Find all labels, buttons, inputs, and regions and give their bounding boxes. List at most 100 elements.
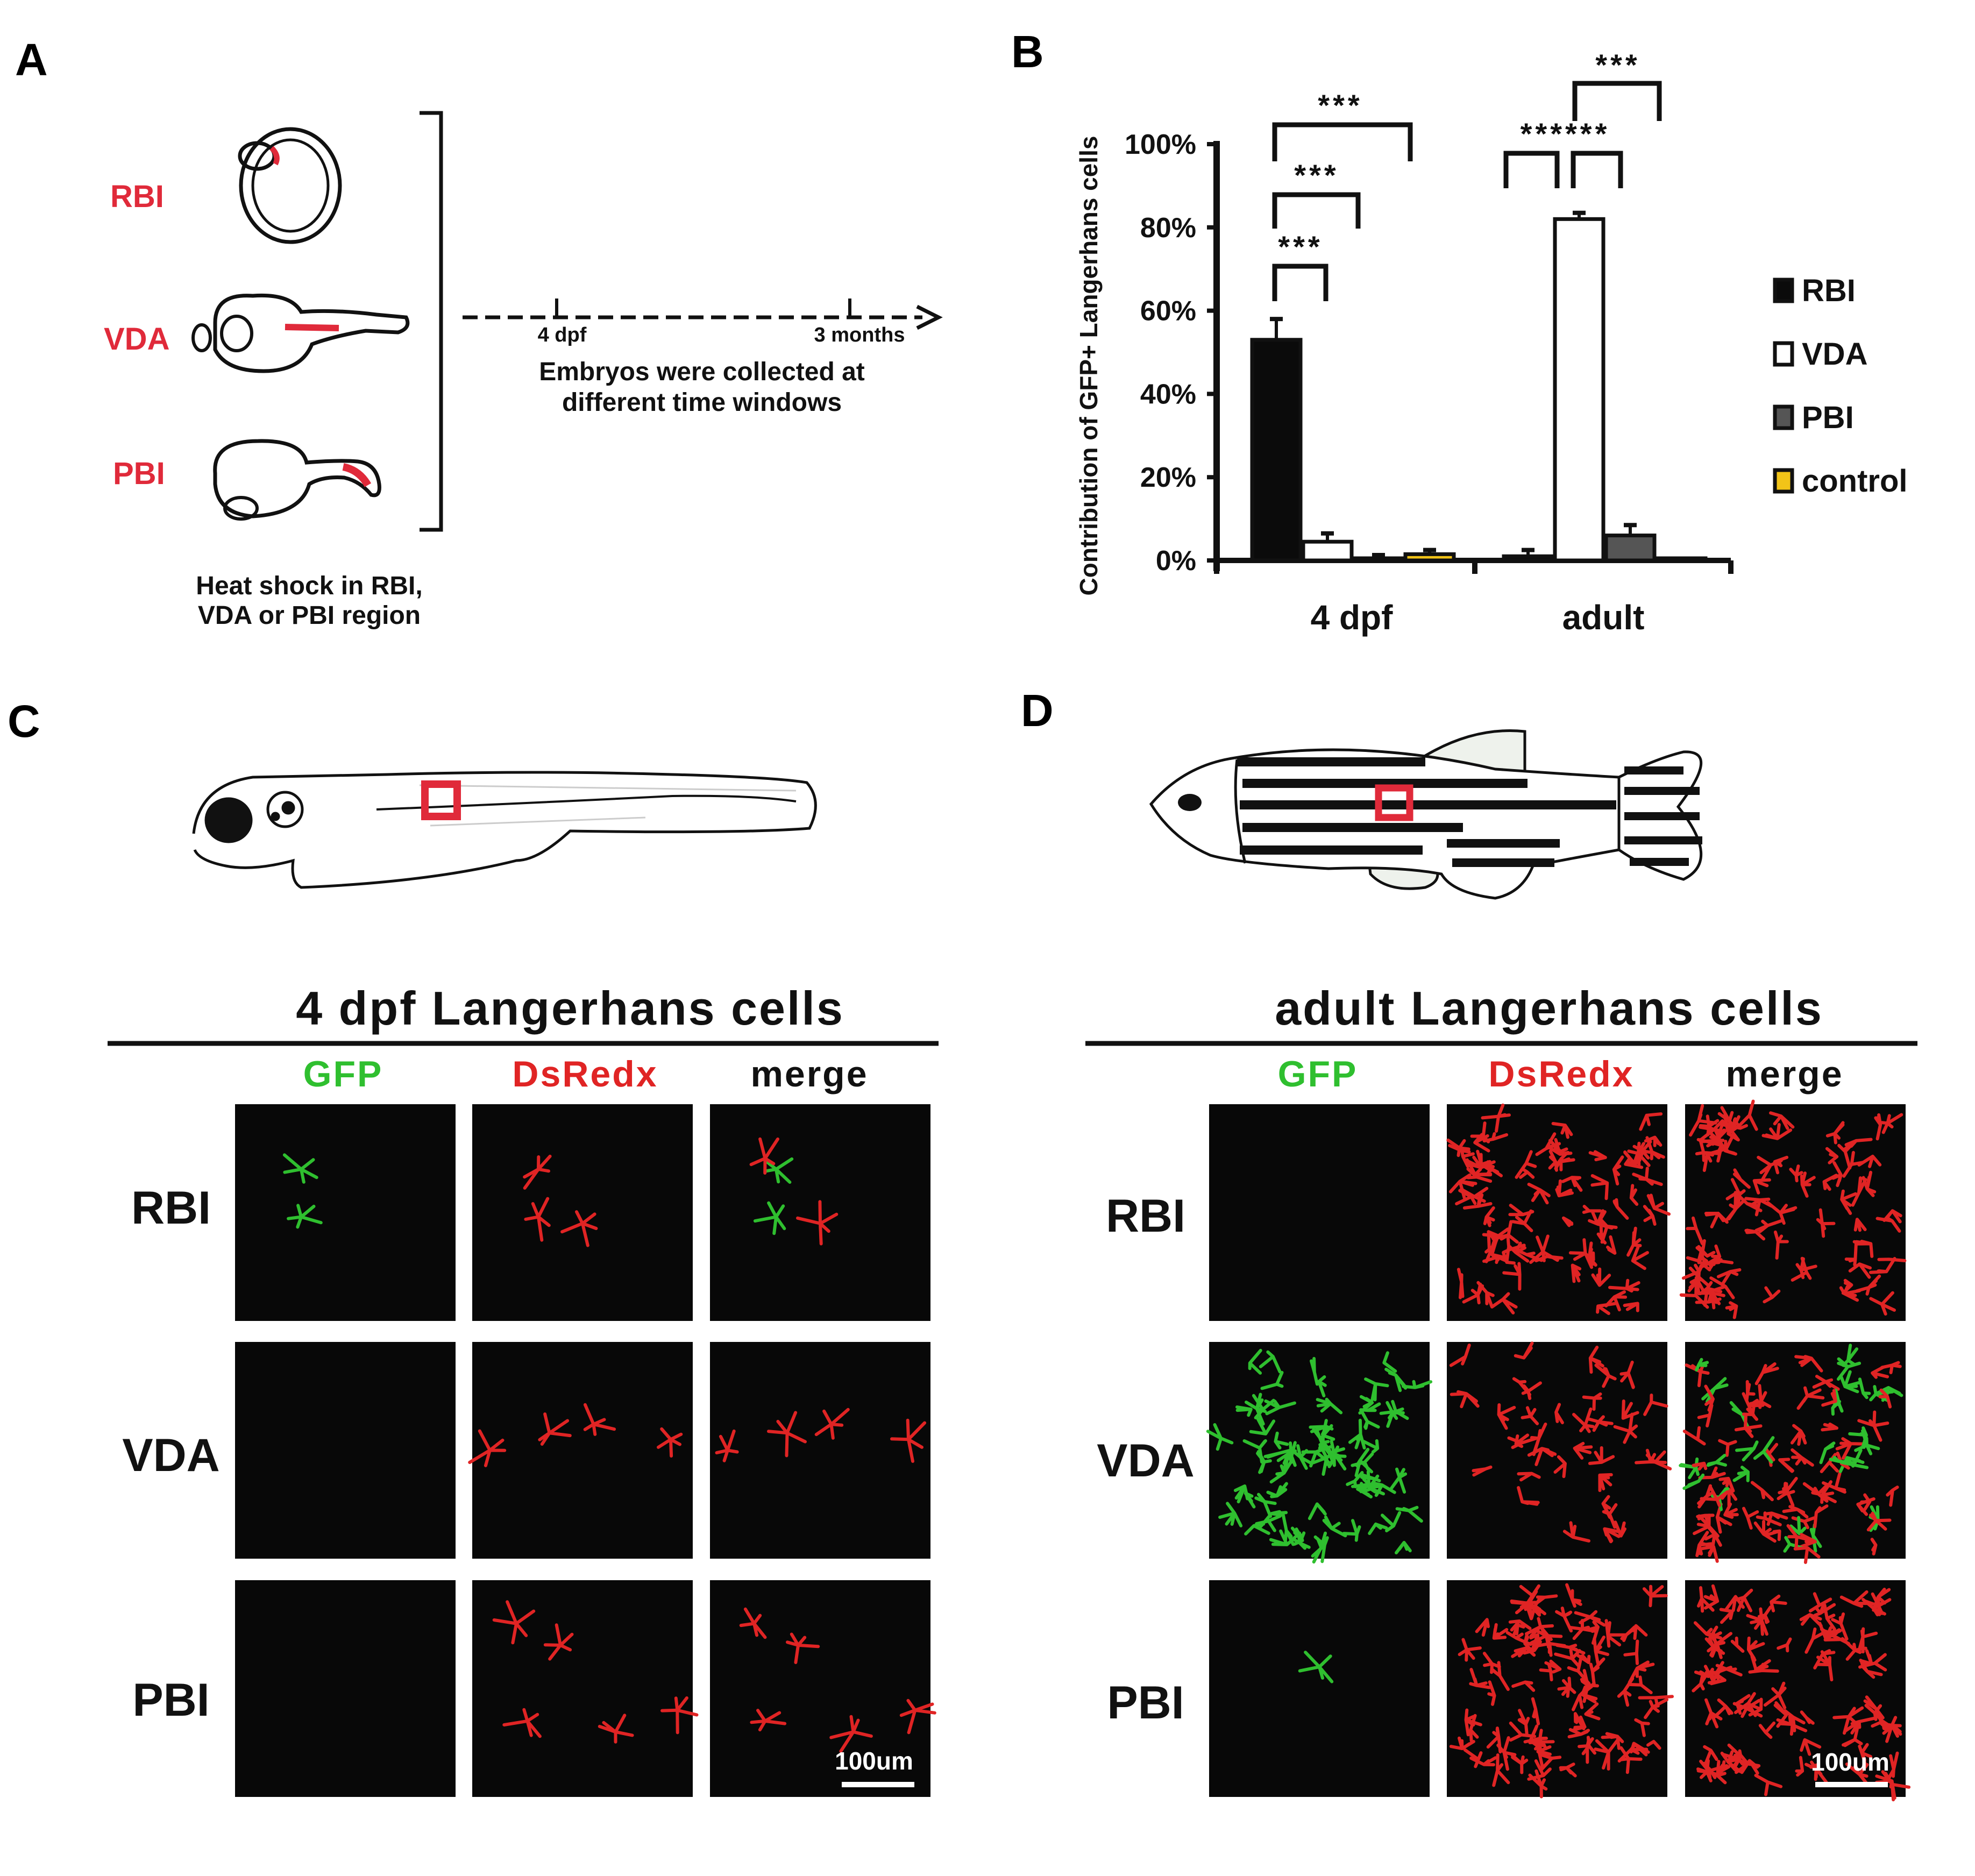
cell-process xyxy=(1496,1736,1517,1771)
larva-drawing xyxy=(192,771,817,889)
cell-process xyxy=(1559,1157,1575,1171)
cell-process xyxy=(1715,1664,1743,1676)
cell-process xyxy=(829,1715,873,1753)
micrograph-d-pbi-gfp xyxy=(1209,1580,1430,1797)
cell-process xyxy=(1588,1346,1604,1374)
cell-process xyxy=(1508,1619,1532,1632)
micrograph-d-pbi-merge xyxy=(1685,1580,1911,1802)
category-label-0: 4 dpf xyxy=(1311,598,1394,637)
cell-process xyxy=(1732,1588,1753,1612)
cell-process xyxy=(1821,1389,1837,1407)
cell-process xyxy=(1802,1482,1829,1503)
cell-process xyxy=(1596,1221,1607,1245)
cell-process xyxy=(1465,1158,1493,1177)
cell-process xyxy=(1699,1281,1723,1307)
cell-process xyxy=(1402,1380,1433,1389)
cell-process xyxy=(1464,1708,1482,1737)
cell-process xyxy=(1559,1763,1577,1778)
cell-process xyxy=(1572,1407,1595,1433)
cell-process xyxy=(1588,1620,1600,1645)
cell-process xyxy=(1486,1726,1502,1754)
cell-process xyxy=(1732,1466,1750,1482)
cell-process xyxy=(1582,1205,1602,1214)
micrograph-c-pbi-gfp xyxy=(235,1580,456,1797)
cell-process xyxy=(1519,1167,1535,1179)
micrograph-d-pbi-dsredx-background xyxy=(1447,1580,1667,1797)
cell-process xyxy=(1458,1638,1482,1662)
cell-process xyxy=(1359,1408,1380,1430)
significance-adult-pairs: ****** xyxy=(1521,117,1610,151)
cell-process xyxy=(1717,1760,1731,1776)
significance-4dpf-rbi-vda: *** xyxy=(1278,230,1323,264)
cell-process xyxy=(538,1412,572,1446)
cell-process xyxy=(1450,1390,1480,1409)
cell-process xyxy=(1864,1704,1888,1728)
cell-process xyxy=(1831,1399,1842,1416)
legend-label-pbi: PBI xyxy=(1802,400,1854,435)
cell-process xyxy=(1242,1439,1267,1464)
cell-process xyxy=(1574,1610,1606,1627)
cell-process xyxy=(1386,1401,1405,1428)
panel-c-micrographs xyxy=(235,1104,936,1797)
cell-process xyxy=(1612,1198,1629,1220)
cell-process xyxy=(1358,1395,1374,1415)
cell-process xyxy=(1249,1417,1276,1436)
cell-process xyxy=(560,1210,598,1247)
cell-process xyxy=(1310,1356,1319,1386)
cell-process xyxy=(1604,1290,1628,1312)
cell-process xyxy=(1837,1357,1862,1381)
y-tick-label: 40% xyxy=(1140,379,1196,410)
cell-process xyxy=(1840,1448,1869,1469)
cell-process xyxy=(1791,1448,1814,1467)
cell-process xyxy=(1395,1505,1423,1523)
cell-process xyxy=(1874,1113,1882,1141)
cell-process xyxy=(502,1708,542,1738)
cell-process xyxy=(1266,1482,1288,1498)
cell-process xyxy=(1786,1524,1814,1550)
cell-process xyxy=(657,1427,683,1458)
cell-process xyxy=(1700,1485,1729,1508)
cell-process xyxy=(796,1200,839,1246)
significance-4dpf-rbi-control: *** xyxy=(1318,88,1362,122)
cell-process xyxy=(1800,1710,1815,1725)
micrograph-d-rbi-gfp xyxy=(1209,1104,1430,1321)
cell-process xyxy=(1481,1103,1511,1133)
cell-process xyxy=(1601,1732,1624,1750)
cell-process xyxy=(1613,1412,1638,1444)
cell-process xyxy=(1529,1234,1559,1264)
cell-process xyxy=(1825,1121,1845,1145)
cell-process xyxy=(598,1714,634,1744)
cell-process xyxy=(1617,1676,1635,1707)
cell-process xyxy=(1507,1436,1538,1449)
cell-process xyxy=(1462,1282,1484,1305)
timeline-caption-line1: Embryos were collected at xyxy=(539,358,865,386)
cell-process xyxy=(1603,1527,1622,1544)
cell-process xyxy=(1527,1183,1551,1205)
cell-process xyxy=(767,1411,807,1458)
cell-process xyxy=(1539,1662,1553,1682)
cell-process xyxy=(1555,1179,1574,1198)
cell-process xyxy=(1778,1458,1794,1473)
cell-process xyxy=(1703,1665,1723,1682)
micrograph-c-pbi-merge-background xyxy=(710,1580,930,1797)
cell-process xyxy=(1562,1521,1590,1543)
micrograph-c-vda-merge xyxy=(710,1342,930,1559)
cell-process xyxy=(1322,1515,1347,1538)
cell-process xyxy=(1254,1493,1277,1518)
timeline-caption-line2: different time windows xyxy=(562,388,842,417)
cell-process xyxy=(1554,1403,1564,1425)
cell-process xyxy=(1260,1370,1284,1390)
cell-process xyxy=(1825,1147,1839,1164)
adult-fish-drawing xyxy=(1149,729,1703,900)
cell-process xyxy=(1536,1594,1558,1604)
cell-process xyxy=(1816,1208,1836,1238)
cell-process xyxy=(1472,1465,1493,1477)
panel-c-channel-merge: merge xyxy=(750,1054,868,1095)
cell-process xyxy=(1886,1486,1899,1507)
cell-process xyxy=(1742,1507,1759,1530)
cell-process xyxy=(1644,1135,1663,1147)
cell-process xyxy=(814,1408,850,1440)
bracket xyxy=(420,111,443,532)
